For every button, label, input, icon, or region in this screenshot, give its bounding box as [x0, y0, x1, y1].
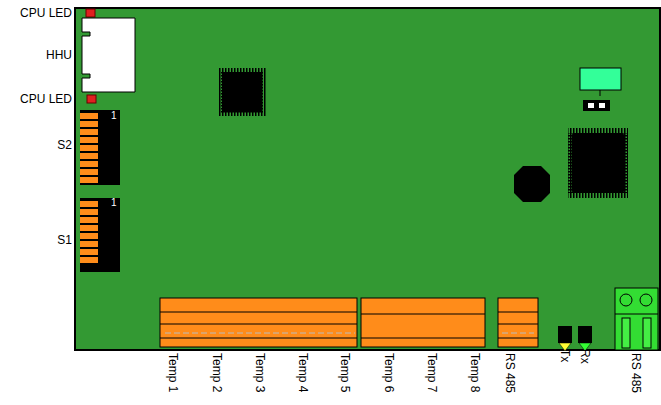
terminal-label: Temp 2 [210, 353, 224, 392]
cpu-led [87, 95, 96, 103]
dip-slider [80, 113, 98, 119]
dip-slider [80, 169, 98, 175]
circuit-board [75, 8, 660, 350]
label-cpu-led: CPU LED [20, 92, 72, 106]
octagon-chip [514, 166, 550, 202]
dip-slider [80, 177, 98, 183]
terminal-label: Temp 1 [166, 353, 180, 392]
dip-slider [80, 217, 98, 223]
terminal-label: Temp 7 [425, 353, 439, 392]
dip-slider [80, 257, 98, 263]
terminal-label: Temp 4 [296, 353, 310, 392]
label-switch: S2 [57, 138, 72, 152]
terminal-label: Temp 6 [382, 353, 396, 392]
switch-pin-number: 1 [111, 197, 117, 209]
main-chip [568, 128, 628, 198]
jumper [583, 100, 610, 111]
dip-switches [80, 110, 120, 272]
terminal-label: Temp 8 [468, 353, 482, 392]
dip-slider [80, 129, 98, 135]
rs485-terminal-block [498, 298, 538, 347]
terminal-label: Temp 5 [338, 353, 352, 392]
terminal-label: RS 485 [503, 353, 517, 393]
dip-slider [80, 145, 98, 151]
tx-led [558, 326, 572, 343]
label-hhu: HHU [46, 48, 72, 62]
temp-terminal-block [160, 298, 485, 347]
switch-pin-number: 1 [111, 110, 117, 122]
dip-slider [80, 153, 98, 159]
dip-slider [80, 201, 98, 207]
dip-slider [80, 161, 98, 167]
dip-slider [80, 249, 98, 255]
relay [580, 68, 621, 90]
dip-slider [80, 241, 98, 247]
terminal-label: Temp 3 [253, 353, 267, 392]
cpu-chip [218, 68, 266, 116]
label-cpu-led: CPU LED [20, 6, 72, 20]
terminal-label: Rx [578, 349, 592, 364]
dip-slider [80, 121, 98, 127]
dip-slider [80, 137, 98, 143]
terminal-label: Tx [558, 349, 572, 362]
label-switch: S1 [57, 233, 72, 247]
dip-slider [80, 225, 98, 231]
dip-slider [80, 233, 98, 239]
hhu-connector [82, 18, 135, 92]
rs485-connector [615, 288, 658, 350]
dip-slider [80, 209, 98, 215]
terminal-label: RS 485 [629, 353, 643, 393]
cpu-led [86, 9, 95, 17]
rx-led [578, 326, 592, 343]
